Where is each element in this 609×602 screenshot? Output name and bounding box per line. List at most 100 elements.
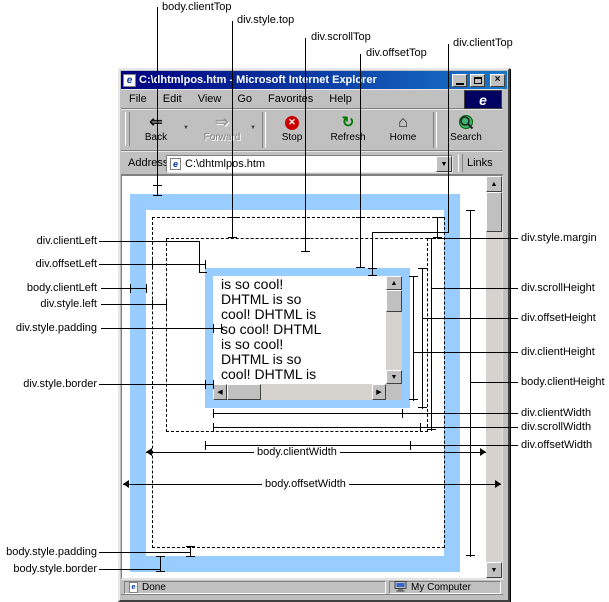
callout-line-div-style-border bbox=[99, 384, 214, 385]
window-icon: e bbox=[123, 73, 136, 87]
div-scroll-down-button[interactable]: ▼ bbox=[386, 370, 402, 384]
minimize-button[interactable] bbox=[452, 73, 467, 87]
measure-line-div-offsetWidth bbox=[205, 445, 518, 446]
callout-elbow bbox=[199, 272, 207, 273]
menu-view[interactable]: View bbox=[197, 93, 222, 105]
div-scrollbar-corner bbox=[386, 384, 402, 400]
label-div-clientHeight: div.clientHeight bbox=[521, 346, 595, 358]
measure-tick bbox=[213, 380, 214, 389]
measure-tick bbox=[153, 195, 162, 196]
address-dropdown-button[interactable]: ▼ bbox=[436, 156, 452, 172]
window-scroll-up-button[interactable]: ▲ bbox=[486, 176, 502, 192]
measure-line-div-style-margin bbox=[437, 217, 438, 239]
label-div-style-left: div.style.left bbox=[40, 298, 97, 310]
title-bar: e C:\dhtmlpos.htm - Microsoft Internet E… bbox=[121, 71, 507, 89]
refresh-button[interactable]: ↻ Refresh bbox=[322, 112, 374, 149]
address-input[interactable] bbox=[185, 157, 430, 171]
minimize-icon bbox=[455, 82, 464, 85]
address-label: Address bbox=[128, 157, 169, 169]
maximize-button[interactable] bbox=[470, 73, 485, 87]
back-label: Back bbox=[144, 132, 168, 143]
measure-tick bbox=[418, 268, 427, 269]
measure-tick bbox=[221, 324, 222, 333]
callout-line-body-style-border bbox=[99, 569, 161, 570]
label-body-clientTop: body.clientTop bbox=[162, 1, 232, 13]
arrow-left-icon bbox=[146, 448, 152, 456]
label-body-offsetWidth: body.offsetWidth bbox=[262, 478, 349, 490]
label-div-clientLeft: div.clientLeft bbox=[36, 235, 97, 247]
links-grip[interactable] bbox=[458, 154, 463, 172]
arrow-right-icon bbox=[495, 480, 501, 488]
search-button[interactable]: Search bbox=[438, 112, 494, 149]
measure-tick bbox=[156, 571, 165, 572]
close-button[interactable]: × bbox=[490, 73, 505, 87]
window-scroll-down-button[interactable]: ▼ bbox=[486, 562, 502, 578]
home-label: Home bbox=[389, 132, 417, 143]
measure-tick bbox=[356, 217, 365, 218]
toolbar-grip[interactable] bbox=[125, 112, 130, 146]
div-hscrollbar-thumb[interactable] bbox=[227, 384, 261, 400]
measure-tick bbox=[213, 324, 214, 333]
measure-tick bbox=[356, 267, 365, 268]
callout-line-div-scrollTop bbox=[305, 38, 306, 252]
label-body-style-border: body.style.border bbox=[13, 563, 97, 575]
label-div-clientTop: div.clientTop bbox=[453, 37, 513, 49]
callout-line-div-clientLeft bbox=[99, 241, 200, 242]
div-scroll-left-button[interactable]: ◀ bbox=[213, 384, 227, 400]
measure-tick bbox=[153, 185, 162, 186]
label-div-style-top: div.style.top bbox=[237, 14, 295, 26]
menu-go[interactable]: Go bbox=[237, 93, 253, 105]
div-vscrollbar-thumb[interactable] bbox=[386, 290, 402, 312]
stop-label: Stop bbox=[281, 132, 303, 143]
address-page-icon: e bbox=[170, 158, 181, 170]
links-label[interactable]: Links bbox=[467, 157, 493, 169]
callout-line-body-clientLeft bbox=[101, 288, 147, 289]
label-div-offsetLeft: div.offsetLeft bbox=[35, 258, 97, 270]
measure-tick bbox=[166, 300, 167, 309]
arrow-left-icon bbox=[123, 480, 129, 488]
callout-line-body-style-padding bbox=[99, 552, 191, 553]
menu-favorites[interactable]: Favorites bbox=[268, 93, 314, 105]
measure-tick bbox=[130, 284, 131, 293]
menu-help[interactable]: Help bbox=[329, 93, 352, 105]
measure-tick bbox=[186, 546, 195, 547]
forward-button[interactable]: ⇒ Forward bbox=[196, 112, 248, 149]
measure-tick bbox=[205, 441, 206, 450]
back-button[interactable]: ⇐ Back bbox=[131, 112, 181, 149]
home-button[interactable]: ⌂ Home bbox=[378, 112, 428, 149]
measure-tick bbox=[152, 260, 153, 269]
refresh-label: Refresh bbox=[330, 132, 366, 143]
measure-tick bbox=[152, 300, 153, 309]
measure-tick bbox=[301, 238, 310, 239]
callout-line-body-clientTop bbox=[157, 7, 158, 196]
measure-tick bbox=[146, 284, 147, 293]
div-text-line: is so cool! bbox=[221, 336, 284, 352]
forward-arrow-icon: ⇒ bbox=[215, 113, 229, 131]
div-scroll-up-button[interactable]: ▲ bbox=[386, 276, 402, 290]
label-div-offsetHeight: div.offsetHeight bbox=[521, 312, 596, 324]
window-scrollbar-thumb[interactable] bbox=[486, 192, 502, 232]
forward-label: Forward bbox=[203, 132, 241, 143]
arrow-right-icon bbox=[480, 448, 486, 456]
menu-edit[interactable]: Edit bbox=[162, 93, 182, 105]
callout-line-div-clientTop bbox=[448, 44, 449, 232]
div-scroll-right-button[interactable]: ▶ bbox=[372, 384, 386, 400]
toolbar bbox=[121, 109, 503, 151]
label-div-scrollHeight: div.scrollHeight bbox=[521, 282, 595, 294]
measure-tick bbox=[466, 555, 475, 556]
window-scrollbar-track[interactable] bbox=[486, 176, 502, 578]
stop-button[interactable]: ✕ Stop bbox=[267, 112, 317, 149]
forward-dropdown-caret-icon[interactable]: ▼ bbox=[250, 125, 256, 131]
back-dropdown-caret-icon[interactable]: ▼ bbox=[183, 125, 189, 131]
measure-line-div-scrollHeight bbox=[431, 238, 432, 431]
maximize-icon bbox=[473, 76, 482, 84]
label-div-offsetWidth: div.offsetWidth bbox=[521, 439, 593, 451]
measure-tick bbox=[409, 399, 418, 400]
measure-line-body-clientHeight bbox=[470, 210, 471, 557]
callout-line-div-style-top bbox=[232, 21, 233, 238]
menu-file[interactable]: File bbox=[129, 93, 147, 105]
document-status-icon: e bbox=[129, 582, 138, 593]
measure-line bbox=[190, 546, 191, 557]
measure-tick bbox=[205, 260, 206, 269]
